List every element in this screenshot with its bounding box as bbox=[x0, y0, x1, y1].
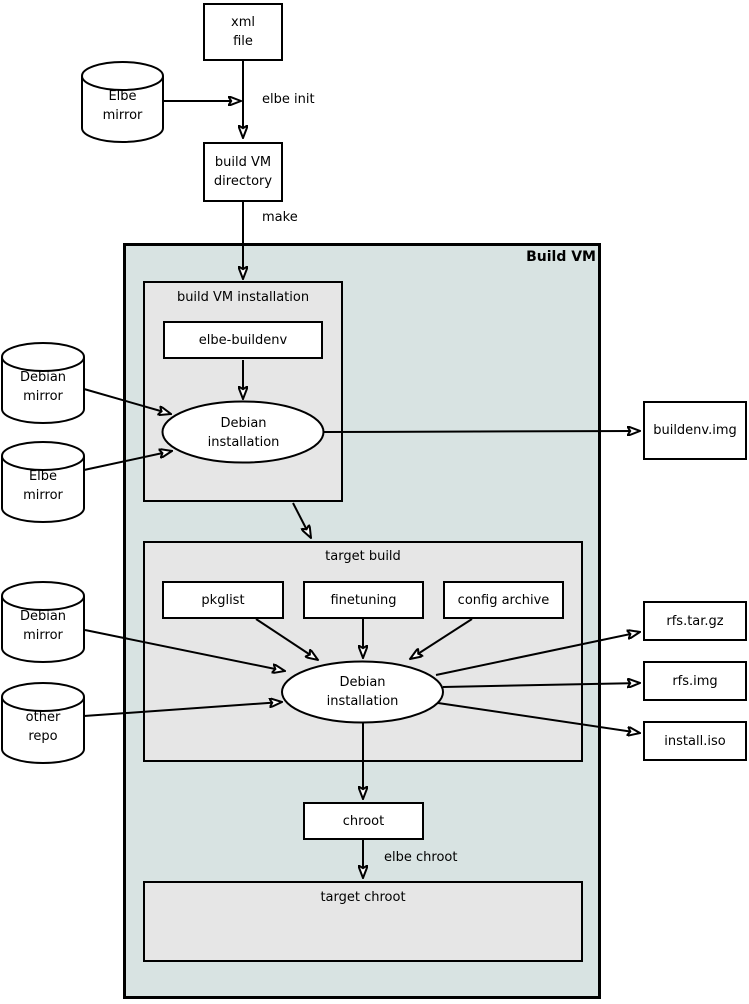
node-rfs-img: rfs.img bbox=[643, 661, 747, 701]
target-build-container bbox=[143, 541, 583, 762]
node-finetuning: finetuning bbox=[303, 581, 424, 619]
node-buildenv-img: buildenv.img bbox=[643, 401, 747, 460]
build-vm-installation-container bbox=[143, 281, 343, 502]
node-install-iso: install.iso bbox=[643, 721, 747, 761]
build-vm-label: Build VM bbox=[526, 249, 596, 265]
node-elbe-buildenv: elbe-buildenv bbox=[163, 321, 323, 359]
node-pkglist: pkglist bbox=[162, 581, 284, 619]
elbe-mirror-2-label: Elbe mirror bbox=[23, 469, 63, 503]
target-chroot-container bbox=[143, 881, 583, 962]
node-build-vm-directory: build VM directory bbox=[203, 142, 283, 202]
edge-label-elbe-init: elbe init bbox=[262, 92, 315, 107]
other-repo-label: other repo bbox=[25, 710, 61, 744]
node-xml-file: xml file bbox=[203, 3, 283, 61]
debian-mirror-2-label: Debian mirror bbox=[19, 609, 67, 643]
debian-mirror-1-label: Debian mirror bbox=[19, 370, 67, 404]
node-chroot: chroot bbox=[303, 802, 424, 840]
target-chroot-label: target chroot bbox=[320, 890, 406, 905]
edge-label-make: make bbox=[262, 210, 298, 225]
node-rfs-tar-gz: rfs.tar.gz bbox=[643, 601, 747, 641]
node-config-archive: config archive bbox=[443, 581, 564, 619]
target-build-label: target build bbox=[325, 549, 401, 564]
edge-label-elbe-chroot: elbe chroot bbox=[384, 850, 458, 865]
debian-installation-1-label: Debian installation bbox=[207, 416, 280, 450]
elbe-mirror-top-label: Elbe mirror bbox=[102, 89, 143, 123]
debian-installation-2-label: Debian installation bbox=[326, 675, 399, 709]
build-vm-installation-label: build VM installation bbox=[176, 290, 310, 305]
